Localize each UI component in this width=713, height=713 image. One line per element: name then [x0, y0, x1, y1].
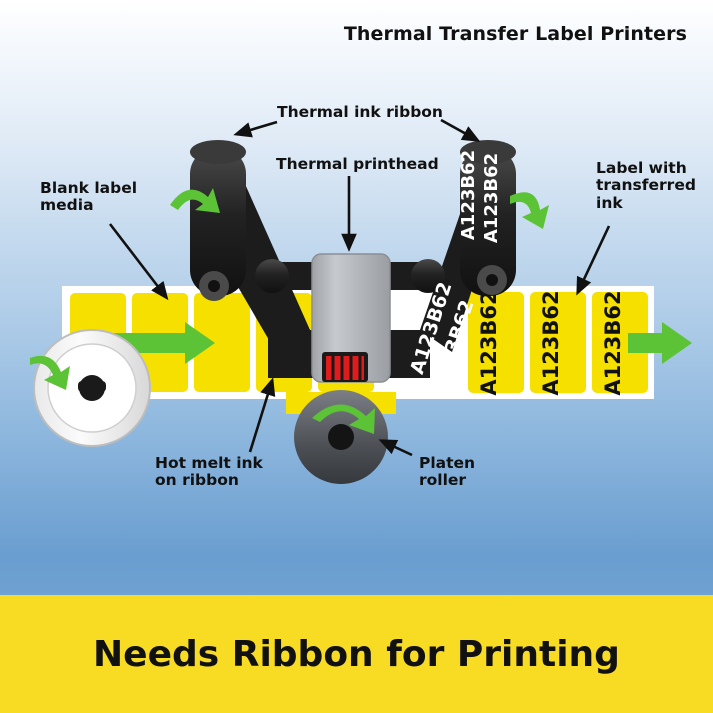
page-title: Thermal Transfer Label Printers	[343, 23, 687, 45]
platen-rotation-arrow-icon	[312, 404, 375, 434]
media-exit-arrow-icon	[628, 322, 692, 364]
footer-text: Needs Ribbon for Printing	[93, 633, 620, 675]
svg-text:A123B62: A123B62	[458, 150, 479, 240]
footer-banner: Needs Ribbon for Printing	[0, 595, 713, 713]
annotation-platen-roller: Platen roller	[419, 454, 476, 490]
heater-element-icon	[326, 356, 364, 380]
annotation-thermal-ink-ribbon: Thermal ink ribbon	[277, 103, 443, 121]
media-feed-arrow-icon	[100, 322, 215, 364]
annotation-hot-melt-ink-on-ribbon: Hot melt ink on ribbon	[155, 454, 263, 490]
ribbon-supply-roller	[190, 140, 246, 301]
ribbon-takeup-roller	[460, 140, 516, 296]
annotation-blank-label-media: Blank label media	[40, 179, 138, 215]
ribbon-takeup-rotation-arrow-icon	[510, 192, 549, 229]
supply-roll-rotation-arrow-icon	[30, 355, 70, 390]
svg-text:A123B62: A123B62	[481, 153, 502, 243]
printed-labels-on-media: A123B62 A123B62 A123B62	[468, 290, 648, 396]
platen-roller	[286, 390, 396, 484]
annotation-thermal-printhead: Thermal printhead	[276, 155, 439, 173]
thermal-printhead	[311, 253, 391, 383]
svg-text:A123B62: A123B62	[477, 290, 501, 395]
blank-media-supply-roll	[33, 329, 151, 447]
ribbon-supply-rotation-arrow-icon	[170, 188, 220, 213]
svg-text:A123B62: A123B62	[601, 290, 625, 395]
annotation-label-with-transferred-ink: Label with transferred ink	[596, 159, 696, 212]
used-ribbon-negative-text: A123B62 A123B62	[458, 150, 502, 243]
svg-text:A123B62: A123B62	[539, 290, 563, 395]
annotation-leader-lines	[108, 118, 611, 457]
